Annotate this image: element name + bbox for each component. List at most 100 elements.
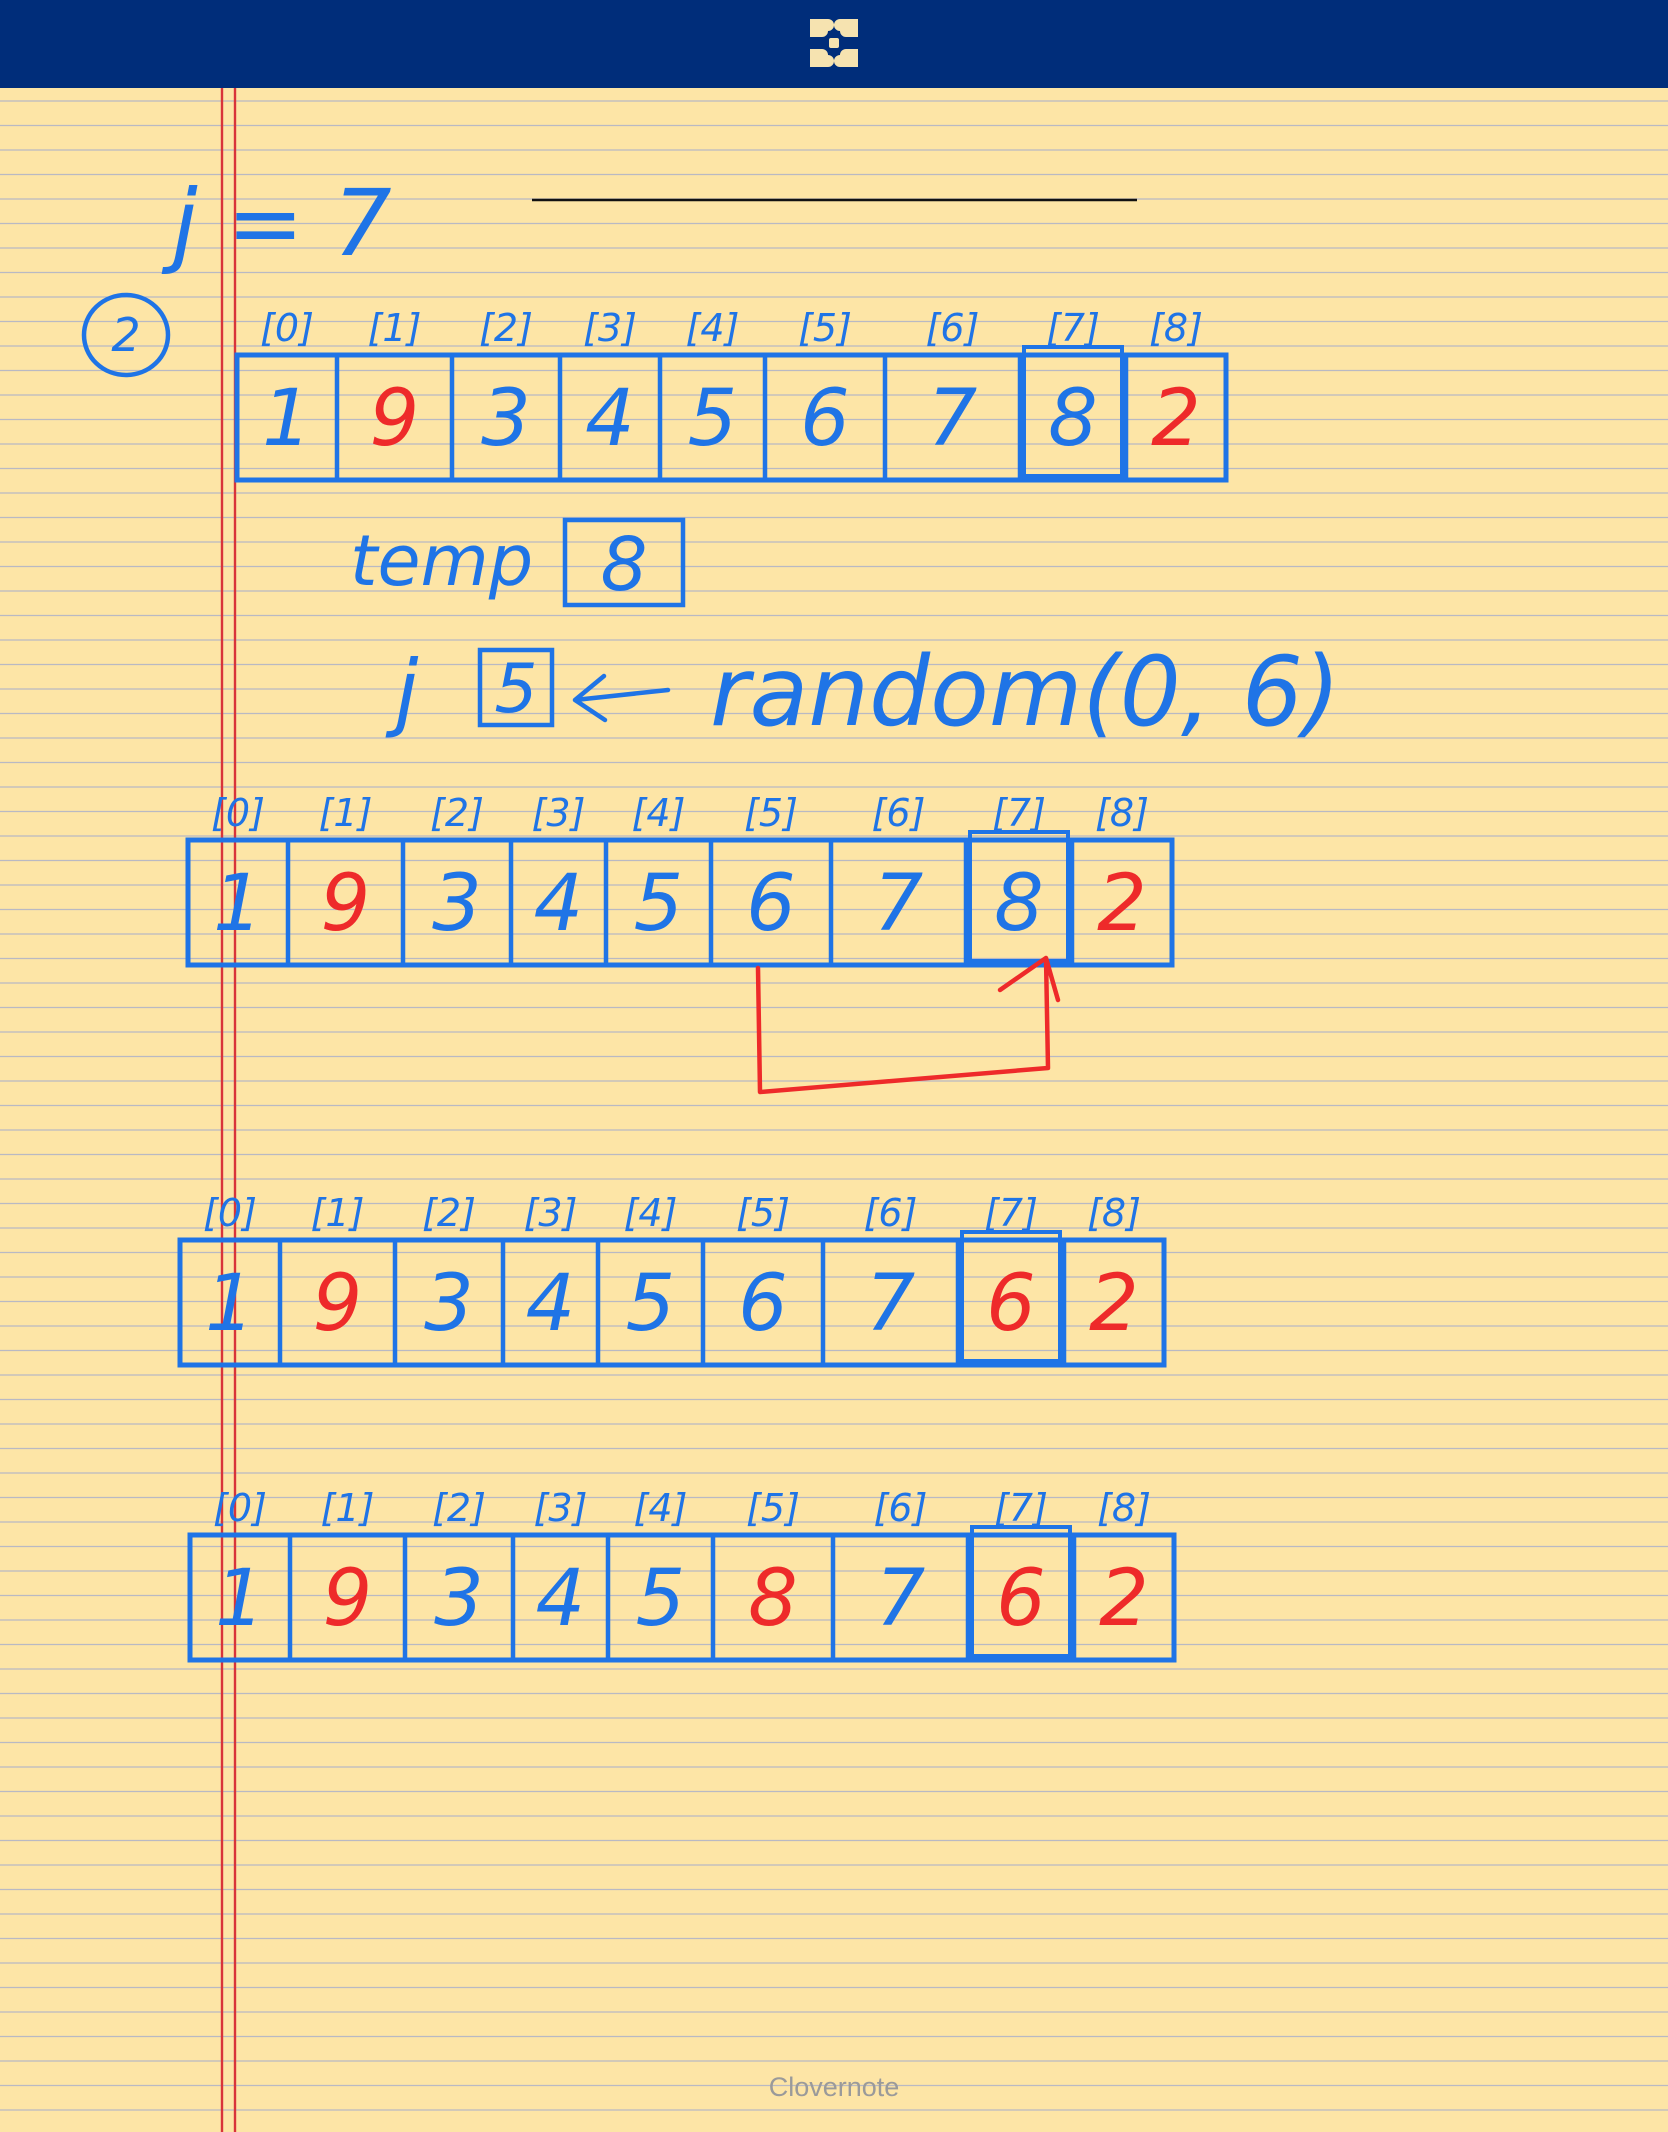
array-cell-value: 6: [986, 1259, 1036, 1349]
clover-logo-icon[interactable]: [808, 17, 860, 69]
array-cell-value: 3: [481, 374, 531, 464]
index-label: [3]: [532, 791, 586, 835]
index-label: [1]: [319, 791, 373, 835]
heading-j-equals: j = 7: [161, 170, 392, 277]
index-label: [1]: [311, 1191, 365, 1235]
array-cell-value: 4: [534, 859, 584, 949]
index-label: [1]: [368, 306, 422, 350]
array-border: [185, 837, 1175, 968]
array-cell-value: 6: [996, 1554, 1046, 1644]
array-cell-value: 9: [321, 859, 371, 949]
array-cell-value: 7: [874, 859, 924, 949]
array-border: [177, 1237, 1167, 1368]
index-label: [2]: [422, 1191, 476, 1235]
array-cell-value: 8: [1048, 374, 1098, 464]
array-cell-value: 4: [585, 374, 635, 464]
index-label: [2]: [430, 791, 484, 835]
array-cell-value: 4: [536, 1554, 586, 1644]
index-7-box: [968, 830, 1070, 963]
index-label: [3]: [524, 1191, 578, 1235]
index-label: [6]: [864, 1191, 918, 1235]
index-7-box: [960, 1230, 1062, 1363]
index-label: [3]: [583, 306, 637, 350]
array-border: [234, 352, 1229, 483]
array-cell-value: 3: [434, 1554, 484, 1644]
index-7-box: [1022, 345, 1124, 478]
array-cell-value: 4: [526, 1259, 576, 1349]
index-label: [5]: [736, 1191, 790, 1235]
index-label: [0]: [211, 791, 265, 835]
index-label: [0]: [260, 306, 314, 350]
array-cell-value: 1: [262, 374, 312, 464]
j-box: [477, 647, 555, 728]
index-label: [2]: [479, 306, 533, 350]
index-label: [8]: [1097, 1486, 1151, 1530]
array-cell-value: 1: [205, 1259, 255, 1349]
index-label: [7]: [984, 1191, 1038, 1235]
temp-value: 8: [600, 522, 647, 608]
index-label: [6]: [874, 1486, 928, 1530]
array-cell-value: 8: [994, 859, 1044, 949]
array-border: [187, 1532, 1177, 1663]
temp-label: temp: [350, 520, 533, 602]
array-cell-value: 8: [748, 1554, 798, 1644]
index-label: [8]: [1095, 791, 1149, 835]
index-label: [6]: [872, 791, 926, 835]
index-label: [6]: [926, 306, 980, 350]
array-cell-value: 6: [800, 374, 850, 464]
index-label: [1]: [321, 1486, 375, 1530]
array-cell-value: 2: [1097, 859, 1147, 949]
array-cell-value: 9: [313, 1259, 363, 1349]
array-cell-value: 5: [636, 1554, 686, 1644]
array-cell-value: 9: [370, 374, 420, 464]
j-value: 5: [494, 650, 537, 729]
notebook-paper[interactable]: j = 7 2 [0] 1 [1] 9 [2] 3 [3] 4 [4] 5 [5] 6 [6] 7 [7] 8 [8…: [0, 88, 1668, 2132]
index-label: [5]: [798, 306, 852, 350]
index-label: [8]: [1149, 306, 1203, 350]
array-4: [0]1[1]9[2]3[3]4[4]5[5]8[6]7[7]6[8]2: [187, 1486, 1177, 1663]
index-label: [5]: [744, 791, 798, 835]
array-cell-value: 2: [1151, 374, 1201, 464]
j-label: j: [385, 642, 419, 740]
array-2: [0] 1 [1] 9 [2] 3 [3] 4 [4] 5 [5] 6 [6] 7 [7] 8 [8] 2: [185, 791, 1175, 968]
index-label: [8]: [1087, 1191, 1141, 1235]
array-cell-value: 5: [688, 374, 738, 464]
array-cell-value: 6: [738, 1259, 788, 1349]
array-cell-value: 3: [432, 859, 482, 949]
index-label: [4]: [634, 1486, 688, 1530]
index-label: [0]: [203, 1191, 257, 1235]
array-cell-value: 2: [1099, 1554, 1149, 1644]
array-cell-value: 6: [746, 859, 796, 949]
index-label: [3]: [534, 1486, 588, 1530]
array-cell-value: 3: [424, 1259, 474, 1349]
array-cell-value: 2: [1089, 1259, 1139, 1349]
swap-arrow-icon: [755, 955, 1061, 1095]
step-circle: [81, 292, 171, 378]
index-label: [2]: [432, 1486, 486, 1530]
array-cell-value: 7: [928, 374, 978, 464]
index-label: [7]: [1046, 306, 1100, 350]
array-cell-value: 1: [213, 859, 263, 949]
temp-box: [562, 517, 686, 608]
array-cell-value: 5: [626, 1259, 676, 1349]
index-label: [0]: [213, 1486, 267, 1530]
index-label: [7]: [992, 791, 1046, 835]
index-label: [7]: [994, 1486, 1048, 1530]
assign-arrow-icon: [572, 673, 671, 723]
index-label: [4]: [686, 306, 740, 350]
handwriting-layer: j = 7 2 [0] 1 [1] 9 [2] 3 [3] 4 [4] 5 [5] 6 [6] 7 [7] 8 [8…: [81, 170, 1340, 1663]
array-cell-value: 5: [634, 859, 684, 949]
step-number: 2: [111, 308, 140, 362]
footer-brand: Clovernote: [768, 2072, 900, 2102]
index-7-box: [970, 1525, 1072, 1658]
paper-rule-lines: [0, 100, 1668, 2111]
array-1: [0] 1 [1] 9 [2] 3 [3] 4 [4] 5 [5] 6 [6] 7 [7] 8 [8] 2: [234, 306, 1229, 483]
index-label: [4]: [632, 791, 686, 835]
array-cell-value: 7: [866, 1259, 916, 1349]
app-header-bar: [0, 0, 1668, 88]
index-label: [4]: [624, 1191, 678, 1235]
index-label: [5]: [746, 1486, 800, 1530]
array-cell-value: 9: [323, 1554, 373, 1644]
array-3: [0] 1 [1] 9 [2] 3 [3] 4 [4] 5 [5] 6 [6] 7 [7] 6 [8] 2: [177, 1191, 1167, 1368]
